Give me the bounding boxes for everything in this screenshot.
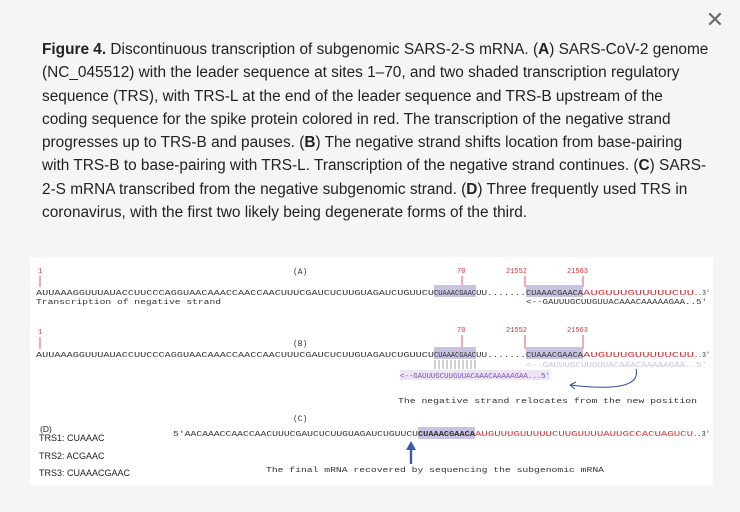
junction-arrowhead [406,441,416,450]
genome-sequence-a: AUUAAAGGUUUAUACCUUCCCAGGUAACAAACCAACCAAC… [36,290,710,298]
panel-b: 1 (B) 70 21552 21563 AUUAAAGGUUUAUACCUUC… [36,327,710,406]
panel-a: (A) 1 70 21552 21563 AUUAAAGGUUUAUACCUUC… [36,268,710,307]
negative-strand-shifted: <--GAUUUGCUUGUUACAAACAAAAAGAA...5' [400,373,550,381]
caption-ref-d: D [466,180,478,198]
caption-text: Discontinuous transcription of subgenomi… [106,41,539,58]
panel-b-label: (B) [293,340,307,349]
shifted-strand-highlight [400,370,550,380]
caption-ref-a: A [538,41,550,58]
panel-c-label: (C) [293,415,307,424]
trs-b-highlight [526,347,583,359]
panel-a-label: (A) [293,268,307,277]
trs-list-item: TRS1: CUAAAC [39,433,105,443]
pos-1-label: 1 [38,329,42,337]
figure-image: (A) 1 70 21552 21563 AUUAAAGGUUUAUACCUUC… [30,257,713,485]
close-icon[interactable]: ✕ [705,7,725,32]
caption-text: ) SARS-CoV-2 genome (NC_045512) with the… [42,41,709,152]
trs-list-item: TRS2: ACGAAC [39,451,105,461]
caption-text: ) Three frequently used TRS in coronavir… [42,180,688,222]
pos-21552-label: 21552 [506,327,527,335]
trs-b-highlight [526,285,583,297]
trs-list-item: TRS3: CUAAACGAAC [39,468,131,478]
figure-caption: Figure 4. Discontinuous transcription of… [42,38,712,224]
panel-c: (C) 5'AACAAACCAACCAACUUUCGAUCUCUUGUAGAUC… [173,415,710,475]
relocation-arc [569,368,637,388]
caption-ref-c: C [638,157,650,175]
mrna-sequence: 5'AACAAACCAACCAACUUUCGAUCUCUUGUAGAUCUGUU… [173,431,710,439]
trs-l-highlight [434,285,476,297]
caption-text: ) The negative strand shifts location fr… [42,134,683,175]
negative-strand-label: Transcription of negative strand [36,299,221,307]
panel-d-label: (D) [40,424,52,434]
negative-strand-sequence-a: <--GAUUUGCUUGUUACAAACAAAAAGAA..5' [526,299,707,307]
pos-21563-label: 21563 [567,327,588,335]
panel-c-note: The final mRNA recovered by sequencing t… [266,467,605,475]
caption-text: ) SARS-2-S mRNA transcribed from the neg… [42,157,707,198]
negative-strand-faded: <--GAUUUGCUUGUUACAAACAAAAAGAA..5' [526,362,707,370]
genome-sequence-b: AUUAAAGGUUUAUACCUUCCCAGGUAACAAACCAACCAAC… [36,352,710,360]
panel-d: (D) TRS1: CUAAAC TRS2: ACGAAC TRS3: CUAA… [39,424,131,478]
figure-label: Figure 4. [42,41,107,58]
pos-70-label: 70 [457,327,465,335]
relocation-arrowhead [569,381,577,390]
pos-21563-label: 21563 [567,268,588,276]
caption-ref-b: B [304,134,316,152]
base-pair-ticks [434,360,476,369]
trs-highlight-c [418,427,475,439]
pos-70-label: 70 [457,268,465,276]
pos-1-label: 1 [38,268,42,276]
panel-b-note: The negative strand relocates from the n… [398,398,697,406]
trs-l-highlight [434,347,476,359]
pos-21552-label: 21552 [506,268,527,276]
